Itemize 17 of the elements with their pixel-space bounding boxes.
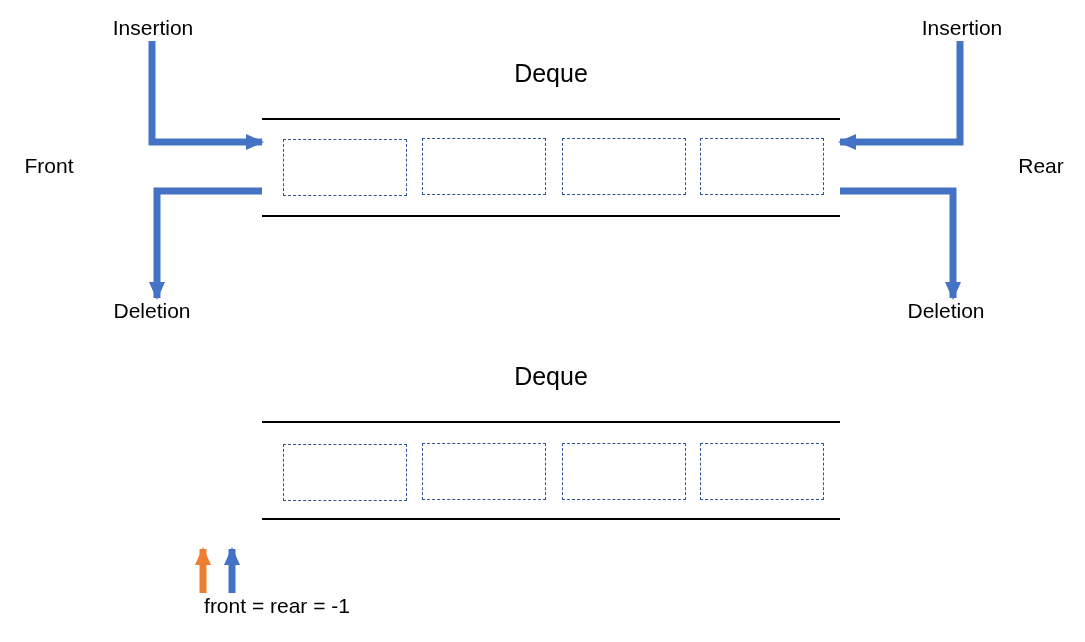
operation-label: Deletion — [92, 298, 212, 324]
operation-label: Deletion — [886, 298, 1006, 324]
cell-slot — [562, 138, 686, 195]
cell-slot — [283, 139, 407, 196]
cell-slot — [422, 138, 546, 195]
operation-label: Insertion — [93, 15, 213, 41]
cell-slot — [700, 138, 824, 195]
cell-slot — [700, 443, 824, 500]
cell-slot — [422, 443, 546, 500]
end-label: Front — [23, 153, 75, 179]
container-title: Deque — [513, 58, 589, 88]
end-label: Rear — [1017, 153, 1065, 179]
cell-slot — [283, 444, 407, 501]
pointer-label: front = rear = -1 — [182, 593, 372, 619]
cell-slot — [562, 443, 686, 500]
container-title: Deque — [513, 361, 589, 391]
operation-label: Insertion — [902, 15, 1022, 41]
